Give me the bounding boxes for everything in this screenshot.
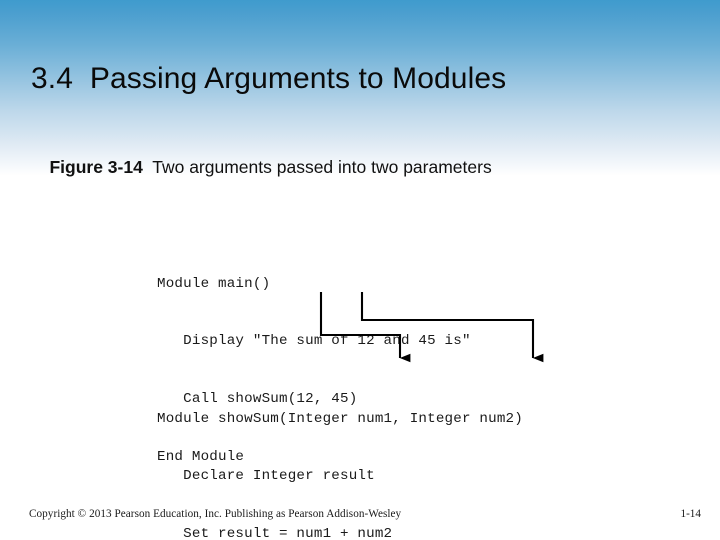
figure-caption-label: Figure 3-14 <box>49 157 143 177</box>
connector-argument-12-to-num1 <box>319 292 411 363</box>
code-line: Module main() <box>157 275 271 292</box>
figure-diagram: Module main() Display "The sum of 12 and… <box>0 180 720 540</box>
connector-argument-45-to-num2 <box>360 292 544 363</box>
argument-connector-arrows <box>319 292 544 363</box>
code-block-caller-module: Module main() Display "The sum of 12 and… <box>157 236 471 506</box>
code-line: Display "The sum of 12 and 45 is" <box>157 333 471 350</box>
header-gradient-band <box>0 0 720 176</box>
code-line: Set result = num1 + num2 <box>157 526 393 540</box>
figure-caption-text: Two arguments passed into two parameters <box>142 157 492 177</box>
page-title: 3.4 Passing Arguments to Modules <box>31 62 507 95</box>
figure-caption: Figure 3-14 Two arguments passed into tw… <box>30 131 710 203</box>
code-line: End Module <box>157 449 245 466</box>
code-line: Module showSum(Integer num1, Integer num… <box>157 410 523 427</box>
slide-footer: Copyright © 2013 Pearson Education, Inc.… <box>0 505 720 535</box>
code-line: Call showSum(12, 45) <box>157 391 358 408</box>
copyright-notice: Copyright © 2013 Pearson Education, Inc.… <box>29 508 402 520</box>
page-number: 1-14 <box>680 508 701 520</box>
code-line: Declare Integer result <box>157 468 375 485</box>
code-block-callee-module: Module showSum(Integer num1, Integer num… <box>157 371 523 540</box>
